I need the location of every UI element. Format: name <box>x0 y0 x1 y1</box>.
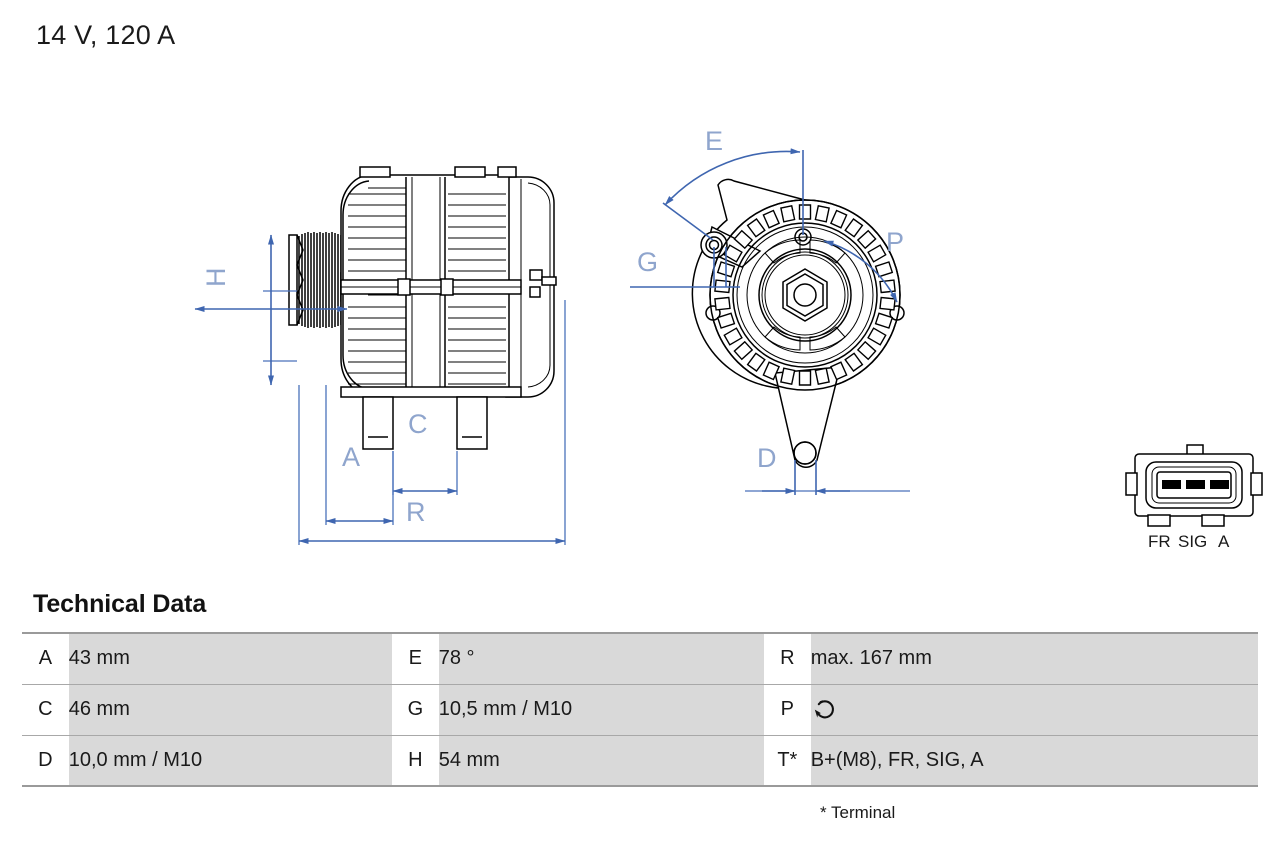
page-title: 14 V, 120 A <box>36 20 176 50</box>
dimension-H: H <box>194 234 348 386</box>
connector-pin-label-fr: FR <box>1148 532 1171 551</box>
table-key-e: E <box>391 632 439 685</box>
table-value-t: B+(M8), FR, SIG, A <box>810 734 1258 787</box>
dimension-label-A: A <box>342 442 360 472</box>
dimension-D: D <box>745 443 910 495</box>
center-hex-nut <box>782 268 828 322</box>
alternator-front-view: E G P D <box>630 126 910 495</box>
table-row: D 10,0 mm / M10 H 54 mm T* B+(M8), FR, S… <box>22 734 1258 787</box>
table-key-p: P <box>763 683 811 736</box>
technical-drawing-svg: H C A R <box>194 126 1263 551</box>
table-value-c: 46 mm <box>68 683 392 736</box>
dimension-R: R <box>298 300 566 545</box>
dimension-label-H: H <box>201 268 231 288</box>
dimension-P: P <box>823 227 904 303</box>
dimension-label-R: R <box>406 497 426 527</box>
table-value-p <box>810 683 1258 736</box>
table-key-c: C <box>22 683 69 736</box>
table-value-g: 10,5 mm / M10 <box>438 683 764 736</box>
cooling-fins <box>342 177 506 397</box>
table-key-g: G <box>391 683 439 736</box>
table-key-d: D <box>22 734 69 787</box>
alternator-front-body <box>691 178 905 468</box>
dimension-label-C: C <box>408 409 428 439</box>
dimension-G: G <box>630 247 740 288</box>
dimension-label-E: E <box>705 126 723 156</box>
technical-drawing-area: H C A R <box>0 55 1280 575</box>
dimension-label-P: P <box>886 227 904 257</box>
dimension-E: E <box>662 126 804 241</box>
table-value-d: 10,0 mm / M10 <box>68 734 392 787</box>
table-value-r: max. 167 mm <box>810 632 1258 685</box>
table-row: C 46 mm G 10,5 mm / M10 P <box>22 683 1258 736</box>
alternator-housing <box>340 166 557 450</box>
connector-pin-label-sig: SIG <box>1178 532 1207 551</box>
technical-data-heading: Technical Data <box>33 590 207 618</box>
table-value-h: 54 mm <box>438 734 764 787</box>
clockwise-rotation-icon <box>811 697 837 723</box>
dimension-A: A <box>325 385 394 525</box>
table-value-a: 43 mm <box>68 632 392 685</box>
dimension-C: C <box>392 409 458 495</box>
table-row: A 43 mm E 78 ° R max. 167 mm <box>22 632 1258 685</box>
connector-detail: FR SIG A <box>1125 444 1263 551</box>
dimension-label-D: D <box>757 443 777 473</box>
table-key-t: T* <box>763 734 811 787</box>
table-key-r: R <box>763 632 811 685</box>
table-key-h: H <box>391 734 439 787</box>
technical-data-table: A 43 mm E 78 ° R max. 167 mm C 46 mm G 1… <box>22 632 1258 787</box>
table-key-a: A <box>22 632 69 685</box>
pulley-grooves <box>298 232 342 328</box>
alternator-side-view: H C A R <box>194 166 566 545</box>
connector-pin-label-a: A <box>1218 532 1230 551</box>
connector-pins <box>1162 480 1229 489</box>
dimension-label-G: G <box>637 247 658 277</box>
terminal-footnote: * Terminal <box>820 803 896 822</box>
table-value-e: 78 ° <box>438 632 764 685</box>
